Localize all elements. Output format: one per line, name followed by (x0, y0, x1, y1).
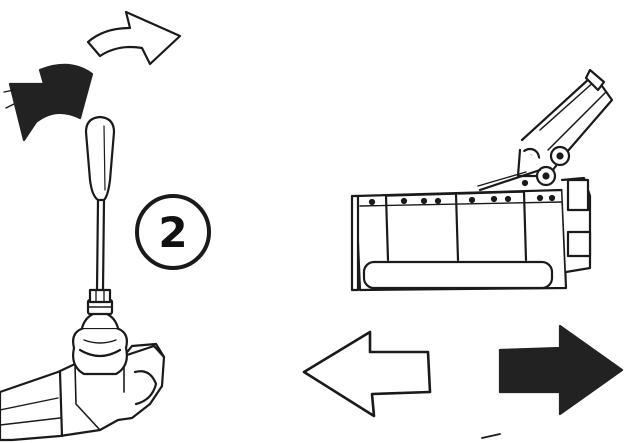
floor-mark (481, 433, 501, 439)
lever-knob (84, 115, 116, 202)
curved-arrow-outline-icon (86, 10, 182, 66)
lever-collar (88, 288, 112, 304)
control-lever-assembly (0, 10, 182, 442)
lever-shaft (95, 198, 106, 292)
lever-boot (72, 298, 128, 376)
implement-housing (350, 176, 592, 292)
hydraulic-arm (477, 68, 614, 192)
curved-arrow-solid-icon (3, 63, 94, 142)
implement-assembly (302, 68, 624, 439)
arrow-right-solid-icon (498, 324, 624, 416)
step-number-badge: 2 (135, 194, 211, 270)
step-number-label: 2 (158, 208, 187, 257)
arrow-left-outline-icon (302, 330, 432, 418)
